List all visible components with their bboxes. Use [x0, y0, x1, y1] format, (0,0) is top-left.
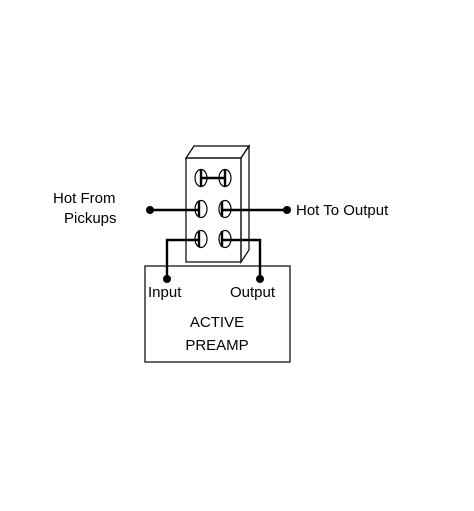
preamp-title-line1: ACTIVE: [190, 314, 244, 331]
preamp-output-dot: [256, 275, 264, 283]
hot-to-output-label: Hot To Output: [296, 202, 389, 219]
hot-from-label-line2: Pickups: [64, 210, 117, 227]
dpdt-switch: [184, 144, 251, 264]
preamp-output-label: Output: [230, 284, 276, 301]
output-terminal-dot: [283, 206, 291, 214]
preamp-title-line2: PREAMP: [185, 337, 248, 354]
preamp-input-wire: [165, 238, 199, 278]
switch-side-face: [240, 144, 250, 264]
preamp-box: [144, 265, 291, 363]
preamp-input-dot: [163, 275, 171, 283]
preamp-input-label: Input: [148, 284, 182, 301]
pickups-terminal-dot: [146, 206, 154, 214]
hot-from-label-line1: Hot From: [53, 190, 116, 207]
switch-top-face: [184, 145, 251, 159]
preamp-output-wire: [222, 238, 262, 278]
